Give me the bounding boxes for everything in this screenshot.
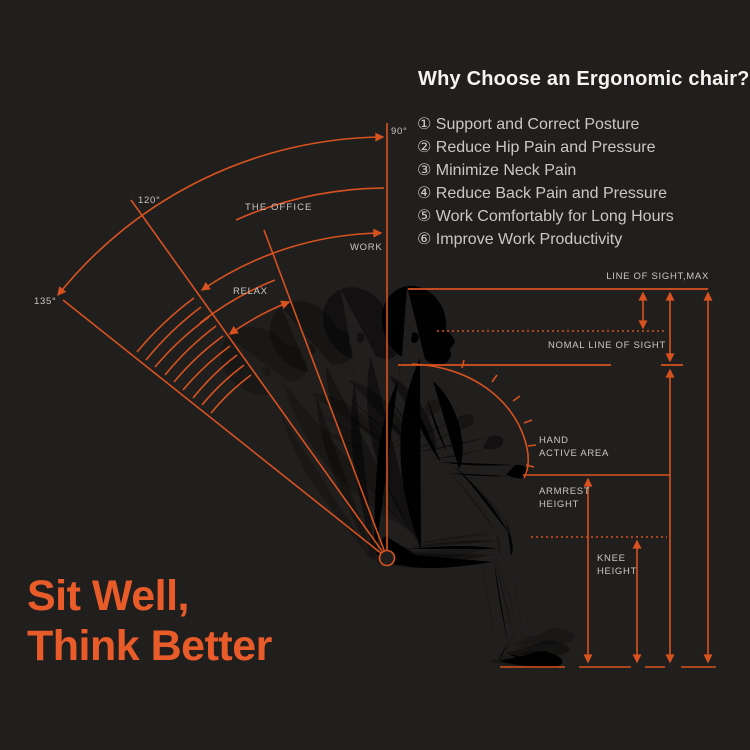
benefits-list: ① Support and Correct Posture ② Reduce H… xyxy=(417,113,674,251)
hand-active-area-arc xyxy=(411,359,537,479)
hatched-recline-band xyxy=(136,297,252,414)
sight-lines xyxy=(398,288,708,366)
benefit-item-6: ⑥ Improve Work Productivity xyxy=(417,231,623,248)
benefit-item-4: ④ Reduce Back Pain and Pressure xyxy=(417,185,668,202)
zone-label-office: THE OFFICE xyxy=(245,202,313,213)
benefit-item-1: ① Support and Correct Posture xyxy=(417,116,640,133)
office-arc xyxy=(57,132,385,297)
angle-label-120: 120° xyxy=(138,195,161,206)
relax-arc xyxy=(228,300,291,335)
label-hand-active-area: HAND ACTIVE AREA xyxy=(539,435,609,459)
tagline: Sit Well, Think Better xyxy=(27,571,272,671)
tagline-line-2: Think Better xyxy=(27,622,272,670)
label-armrest-height: ARMREST HEIGHT xyxy=(539,486,591,510)
zone-label-work: WORK xyxy=(350,242,383,253)
radial-line-120 xyxy=(130,199,388,559)
benefit-item-3: ③ Minimize Neck Pain xyxy=(417,162,577,179)
angle-label-135: 135° xyxy=(34,296,57,307)
tagline-line-1: Sit Well, xyxy=(27,572,189,620)
label-normal-line-of-sight: NOMAL LINE OF SIGHT xyxy=(548,340,666,351)
radial-line-135 xyxy=(62,299,388,559)
zone-label-relax: RELAX xyxy=(233,286,268,297)
page-title: Why Choose an Ergonomic chair? xyxy=(418,68,750,90)
benefit-item-5: ⑤ Work Comfortably for Long Hours xyxy=(417,208,674,225)
benefit-item-2: ② Reduce Hip Pain and Pressure xyxy=(417,139,656,156)
dimension-lines xyxy=(523,291,713,664)
recline-angle-fan xyxy=(57,123,396,567)
label-knee-height: KNEE HEIGHT xyxy=(597,553,638,577)
work-arc xyxy=(200,228,383,291)
label-line-of-sight-max: LINE OF SIGHT,MAX xyxy=(606,271,709,282)
hip-pivot-point xyxy=(378,549,396,567)
angle-label-90: 90° xyxy=(391,126,408,137)
